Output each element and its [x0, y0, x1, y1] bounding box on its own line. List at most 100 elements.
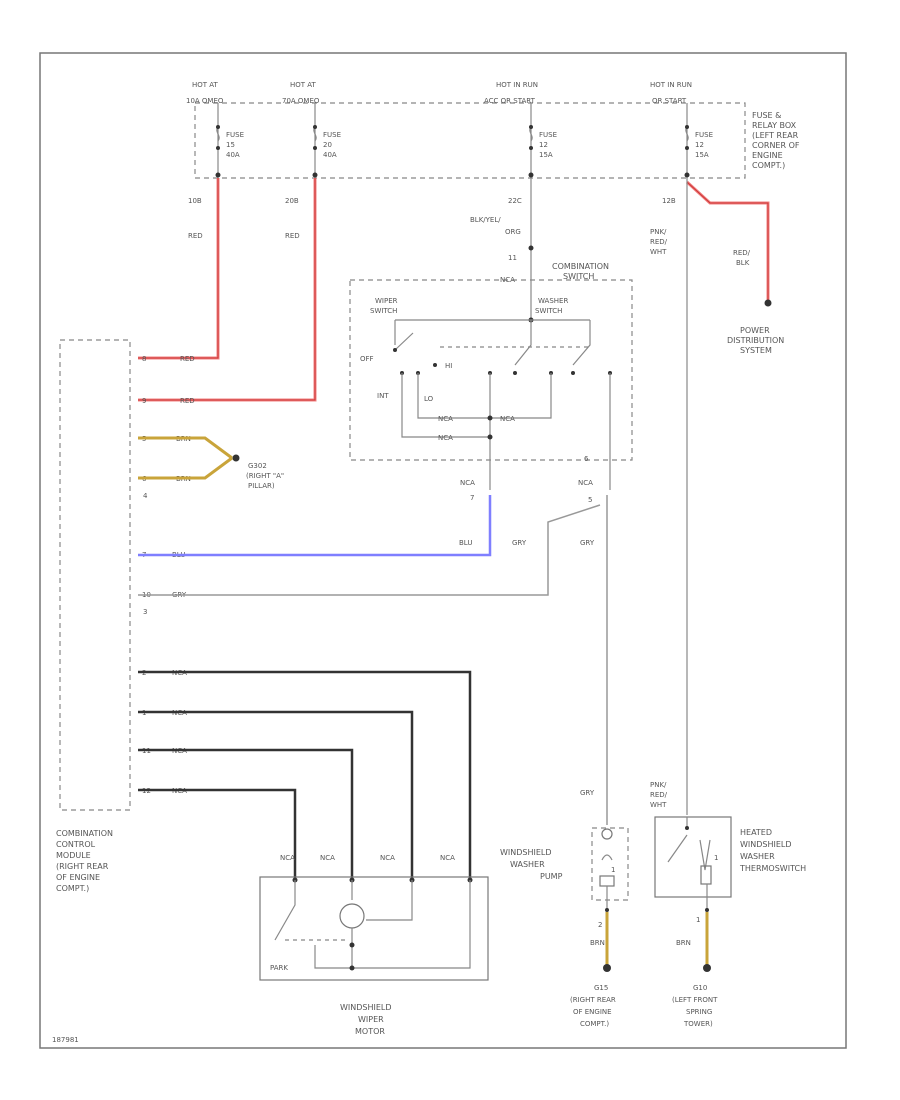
motor-park-label: PARK — [270, 964, 288, 972]
power-dist-label: DISTRIBUTION — [727, 336, 784, 345]
ground-g10-label: (LEFT FRONT — [672, 996, 718, 1004]
wiper-motor-label: WINDSHIELD — [340, 1003, 392, 1012]
fuse-3-circuit: 22C — [508, 197, 522, 205]
washer-thermoswitch: 1 1 HEATED WINDSHIELD WASHER THERMOSWITC… — [654, 816, 806, 1028]
power-distribution: RED/ BLK POWER DISTRIBUTION SYSTEM — [685, 180, 784, 355]
thermo-wire-3: WHT — [650, 801, 667, 809]
gray-wire-label: GRY — [512, 539, 527, 547]
ground-g302-label: G302 — [248, 462, 267, 470]
pump-pin: 1 — [611, 866, 615, 874]
thermo-wire-color: BRN — [676, 939, 691, 947]
fuse-2-feed: 70A OMEO — [282, 97, 320, 105]
power-dist-label: SYSTEM — [740, 346, 772, 355]
fuse-2-amps: 40A — [323, 151, 337, 159]
combo-pin: 11 — [508, 254, 517, 262]
ccm-pin-label: RED — [180, 397, 195, 405]
fuse-box: FUSE & RELAY BOX (LEFT REAR CORNER OF EN… — [194, 102, 800, 179]
blue-wire-label: BLU — [459, 539, 472, 547]
red-wires — [138, 178, 317, 402]
ground-g10-label: G10 — [693, 984, 707, 992]
motor-nca: NCA — [440, 854, 455, 862]
fuse-1: HOT AT 10A OMEO FUSE 15 40A 10B RED — [186, 81, 244, 240]
ccm-label: CONTROL — [56, 840, 96, 849]
gray-wires: GRY GRY GRY — [138, 495, 608, 825]
washer-switch-label: WASHER — [538, 297, 568, 305]
fuse-box-label: (LEFT REAR — [752, 131, 799, 140]
fuse-4: HOT IN RUN OR START FUSE 12 15A 12B PNK/… — [650, 81, 713, 256]
wiper-switch-label: WIPER — [375, 297, 398, 305]
fuse-4-hot: HOT IN RUN — [650, 81, 692, 89]
combo-nca: NCA — [500, 276, 515, 284]
combo-pin: 6 — [584, 455, 589, 463]
fuse-4-feed: OR START — [652, 97, 687, 105]
fuse-2-circuit: 20B — [285, 197, 299, 205]
ccm-label: MODULE — [56, 851, 91, 860]
motor-nca: NCA — [380, 854, 395, 862]
pump-wire-color: BRN — [590, 939, 605, 947]
fuse-1-label: FUSE — [226, 131, 244, 139]
washer-pump: 2 1 WINDSHIELD WASHER PUMP BRN G15 (RIGH… — [500, 827, 629, 1028]
ccm-label: COMPT.) — [56, 884, 89, 893]
pump-pin: 2 — [598, 921, 602, 929]
fuse-3-hot: HOT IN RUN — [496, 81, 538, 89]
thermo-label: WINDSHIELD — [740, 840, 792, 849]
power-dist-wire-color: RED/ — [733, 249, 751, 257]
fuse-box-label: FUSE & — [752, 111, 781, 120]
combo-pin: 5 — [588, 496, 592, 504]
combo-nca: NCA — [460, 479, 475, 487]
switch-pos-int: INT — [377, 392, 389, 400]
ccm-label: COMBINATION — [56, 829, 113, 838]
ground-g10-label: SPRING — [686, 1008, 712, 1016]
thermo-label: THERMOSWITCH — [739, 864, 806, 873]
combination-control-module: COMBINATION CONTROL MODULE (RIGHT REAR O… — [56, 339, 131, 893]
fuse-box-label: RELAY BOX — [752, 121, 797, 130]
wiper-motor-label: WIPER — [358, 1015, 384, 1024]
fuse-3-label: FUSE — [539, 131, 557, 139]
ccm-pin: 3 — [143, 608, 147, 616]
ccm-pin-label: RED — [180, 355, 195, 363]
motor-wires: NCA NCA NCA NCA — [138, 670, 472, 880]
fuse-4-number: 12 — [695, 141, 704, 149]
fuse-2-hot: HOT AT — [290, 81, 317, 89]
fuse-box-label: ENGINE — [752, 151, 783, 160]
power-dist-label: POWER — [740, 326, 770, 335]
fuse-2-label: FUSE — [323, 131, 341, 139]
washer-pump-label: WASHER — [510, 860, 545, 869]
combo-switch-title: COMBINATION — [552, 262, 609, 271]
ground-g15-label: G15 — [594, 984, 608, 992]
ground-g15-label: OF ENGINE — [573, 1008, 612, 1016]
gray-wire-label: GRY — [580, 539, 595, 547]
combo-nca: NCA — [438, 415, 453, 423]
fuse-1-feed: 10A OMEO — [186, 97, 224, 105]
fuse-1-hot: HOT AT — [192, 81, 219, 89]
ground-g302-label: (RIGHT "A" — [246, 472, 284, 480]
thermoswitch-feed: PNK/ RED/ WHT — [650, 178, 688, 815]
diagram-frame — [39, 52, 847, 1049]
motor-nca: NCA — [280, 854, 295, 862]
ccm-pin: 9 — [142, 397, 146, 405]
fuse-1-circuit: 10B — [188, 197, 202, 205]
ground-g10-label: TOWER) — [683, 1020, 713, 1028]
ccm-pins: 8 RED 9 RED 5 BRN 6 BRN 4 7 BLU 10 GRY 3… — [142, 355, 195, 795]
thermo-wire-1: PNK/ — [650, 781, 667, 789]
ccm-pin: 8 — [142, 355, 146, 363]
fuse-1-wire-color: RED — [188, 232, 203, 240]
gray-wire-label: GRY — [580, 789, 595, 797]
motor-nca: NCA — [320, 854, 335, 862]
ccm-label: (RIGHT REAR — [56, 862, 109, 871]
wiper-switch-label: SWITCH — [370, 307, 397, 315]
thermo-label: HEATED — [740, 828, 772, 837]
combo-nca: NCA — [438, 434, 453, 442]
washer-pump-label: PUMP — [540, 872, 563, 881]
fuse-3-wire-color-2: ORG — [505, 228, 521, 236]
combo-nca: NCA — [578, 479, 593, 487]
thermo-label: WASHER — [740, 852, 775, 861]
fuse-4-circuit: 12B — [662, 197, 676, 205]
thermo-wire-2: RED/ — [650, 791, 668, 799]
fuse-1-number: 15 — [226, 141, 235, 149]
fuse-4-label: FUSE — [695, 131, 713, 139]
blue-wire: BLU — [138, 495, 492, 557]
fuse-1-amps: 40A — [226, 151, 240, 159]
combo-pin: 7 — [470, 494, 474, 502]
switch-pos-lo: LO — [424, 395, 434, 403]
